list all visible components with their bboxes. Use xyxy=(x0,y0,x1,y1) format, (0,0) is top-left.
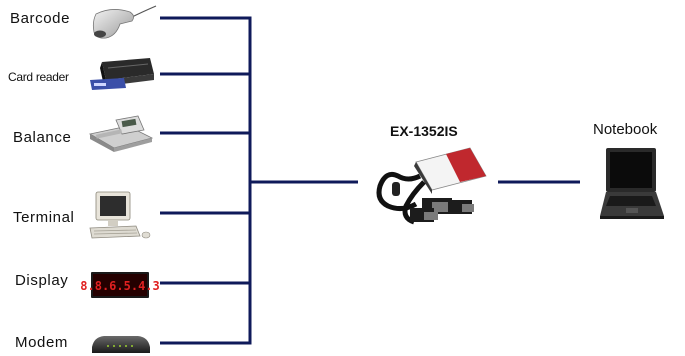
label-card-reader: Card reader xyxy=(8,70,69,84)
scale-icon xyxy=(88,115,154,152)
label-notebook: Notebook xyxy=(593,121,658,138)
label-balance: Balance xyxy=(13,129,72,146)
label-display: Display xyxy=(15,272,69,289)
led-readout: 8.8.6.5.4.3 xyxy=(80,279,159,293)
label-barcode: Barcode xyxy=(10,10,71,27)
label-terminal: Terminal xyxy=(13,209,75,226)
card-reader-icon xyxy=(90,58,154,90)
barcode-scanner-icon xyxy=(92,5,157,39)
pc-card-serial-adapter-icon xyxy=(376,147,487,225)
label-modem: Modem xyxy=(15,334,69,351)
led-display-icon: 8.8.6.5.4.3 xyxy=(80,272,160,298)
notebook-icon xyxy=(600,148,664,219)
label-adapter: EX-1352IS xyxy=(390,123,458,139)
terminal-icon xyxy=(89,191,151,239)
modem-icon xyxy=(92,336,150,353)
